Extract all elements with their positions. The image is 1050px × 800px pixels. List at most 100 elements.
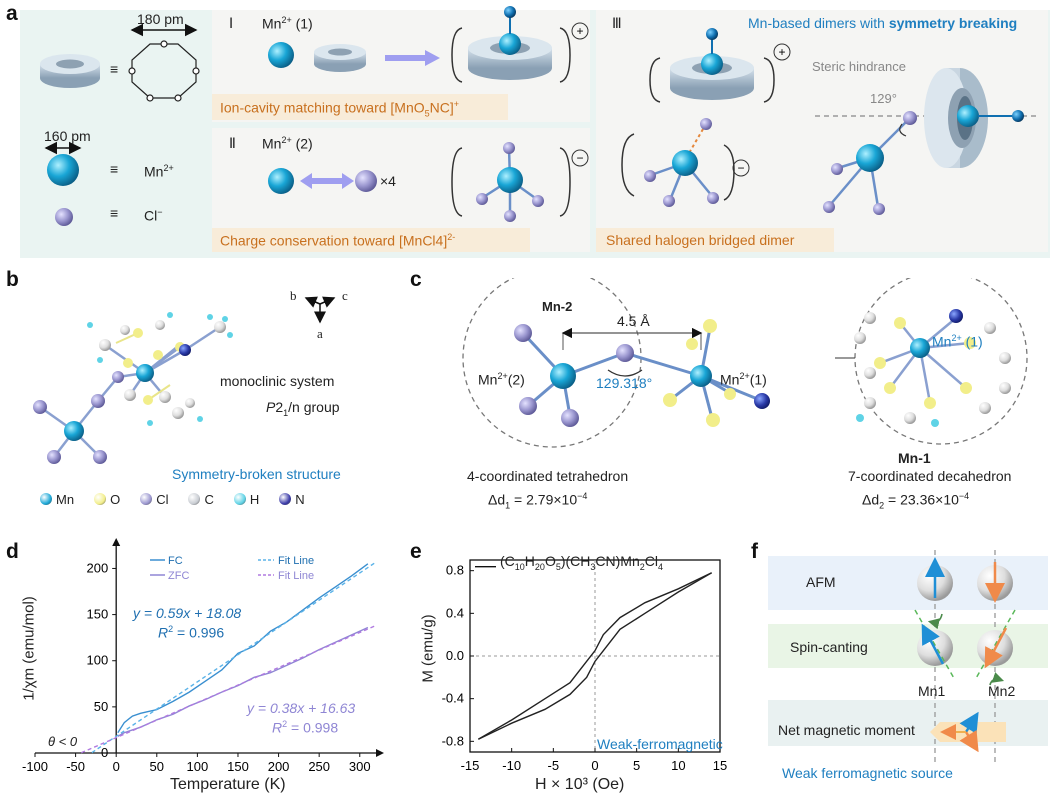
mn-legend-sphere: [47, 154, 79, 186]
symmetry-broken-caption: Symmetry-broken structure: [172, 466, 341, 482]
caption-3-background: [596, 228, 834, 252]
x-tick-label: 150: [227, 759, 249, 774]
canting-label: Spin-canting: [790, 639, 868, 655]
y-tick-label: 0.4: [446, 605, 464, 620]
x-tick-label: -5: [548, 758, 560, 773]
tetrahedron-label: 4-coordinated tetrahedron: [467, 468, 629, 484]
decahedron-label: 7-coordinated decahedron: [848, 468, 1012, 484]
x-tick-label: 0: [591, 758, 598, 773]
legend-item-o: O: [94, 492, 120, 507]
mn1-spin-label: Mn1: [918, 683, 946, 699]
chart-d-fit-1: Fit Line: [278, 555, 315, 567]
chart-d-xlabel: Temperature (K): [170, 776, 286, 793]
axis-a-label: a: [317, 326, 323, 341]
equiv-sign-3: ≡: [110, 205, 119, 221]
chart-e-legend: (C10H20O5)(CH3CN)Mn2Cl4: [500, 553, 664, 572]
panel-a-graphics: + − + −: [40, 6, 1040, 226]
series-line-3: [81, 624, 377, 754]
x-tick-label: 10: [671, 758, 685, 773]
spin-diagram-f: [914, 550, 1016, 765]
coordination-diagram-c: [462, 278, 1028, 448]
panel-label-b: b: [6, 268, 19, 291]
x-tick-label: -100: [22, 759, 48, 774]
y-tick-label: -0.8: [442, 733, 464, 748]
crystal-structure-b: [33, 312, 233, 464]
legend-dot: [279, 493, 292, 505]
fit-r-2: R2 = 0.998: [272, 719, 339, 736]
cl-legend-sphere: [55, 208, 73, 226]
legend-text: H: [249, 491, 260, 507]
section-1-title: Mn2+ (1): [262, 15, 313, 32]
x-tick-label: -15: [461, 758, 480, 773]
mn1-inner-label: Mn2+ (1): [932, 333, 983, 350]
section-1-charge: +: [576, 24, 583, 38]
section-1-caption: Ion-cavity matching toward [MnO5NC]+: [220, 99, 460, 119]
net-moment-label: Net magnetic moment: [778, 722, 915, 738]
crown-ether-structure-icon: [128, 40, 200, 102]
x-tick-label: 100: [187, 759, 209, 774]
chart-d-title-zfc: ZFC: [168, 570, 190, 582]
x-tick-label: -10: [502, 758, 521, 773]
steric-hindrance-label: Steric hindrance: [812, 59, 906, 74]
fit-eq-2: y = 0.38x + 16.63: [247, 700, 356, 716]
legend-text: Cl: [156, 491, 169, 507]
legend-item-cl: Cl: [140, 492, 168, 507]
legend-item-n: N: [279, 491, 305, 507]
x-tick-label: 300: [349, 759, 371, 774]
y-tick-label: 0.8: [446, 563, 464, 578]
fit-r-1: R2 = 0.996: [158, 624, 225, 641]
panel-label-e: e: [410, 540, 422, 563]
mn2-box-title: Mn-2: [542, 299, 573, 314]
section-3-title: Mn-based dimers with symmetry breaking: [748, 15, 1018, 31]
afm-label: AFM: [806, 574, 836, 590]
legend-text: N: [295, 491, 305, 507]
equiv-sign-1: ≡: [110, 61, 119, 77]
fit-eq-1: y = 0.59x + 18.08: [133, 605, 242, 621]
panel-label-c: c: [410, 268, 422, 291]
y-axis-arrow: [112, 538, 121, 546]
section-2-roman: Ⅱ: [229, 135, 236, 151]
legend-text: O: [110, 491, 121, 507]
theta-note: θ < 0: [48, 734, 78, 749]
chart-e-ylabel: M (emu/g): [419, 614, 437, 683]
section-2-charge: −: [576, 151, 583, 165]
y-tick-label: 0.0: [446, 648, 464, 663]
panel-label-a: a: [6, 2, 18, 25]
mn-width-label: 160 pm: [44, 128, 91, 144]
distance-label: 4.5 Å: [617, 313, 650, 329]
weak-source-caption: Weak ferromagnetic source: [782, 765, 953, 781]
y-tick-label: 0: [101, 745, 108, 760]
chart-d-title-fc: FC: [168, 555, 183, 567]
mn2-spin-label: Mn2: [988, 683, 1016, 699]
mn-legend-label: Mn2+: [144, 163, 174, 180]
x-tick-label: 0: [113, 759, 120, 774]
y-tick-label: -0.4: [442, 691, 464, 706]
hysteresis-branch-down: [478, 572, 713, 740]
axis-b-label: b: [290, 288, 297, 303]
section-3-caption: Shared halogen bridged dimer: [606, 232, 795, 248]
legend-text: C: [204, 491, 214, 507]
section-1-roman: Ⅰ: [229, 15, 234, 31]
delta-d1-label: Δd1 = 2.79×10−4: [488, 491, 588, 511]
hysteresis-branch-up: [477, 572, 712, 740]
y-tick-label: 100: [86, 653, 108, 668]
legend-dot: [140, 493, 153, 505]
axis-c-label: c: [342, 288, 348, 303]
legend-item-h: H: [233, 491, 260, 507]
mn2-atom-label: Mn2+(2): [478, 371, 525, 388]
x-tick-label: 50: [150, 759, 164, 774]
caption-2-background: [212, 228, 530, 252]
x-tick-label: -50: [66, 759, 85, 774]
crystal-system-label: monoclinic system: [220, 373, 335, 389]
chart-d-ylabel: 1/χm (emu/mol): [20, 596, 38, 701]
series-line-0: [117, 563, 369, 734]
legend-dot: [94, 493, 107, 505]
legend-dot: [188, 493, 201, 505]
weak-ferromagnetic-note: Weak-ferromagnetic: [597, 736, 723, 752]
steric-angle-label: 129°: [870, 91, 897, 106]
x-tick-label: 200: [268, 759, 290, 774]
legend-item-mn: Mn: [40, 492, 74, 507]
element-legend: Mn O Cl C H N: [40, 491, 400, 507]
